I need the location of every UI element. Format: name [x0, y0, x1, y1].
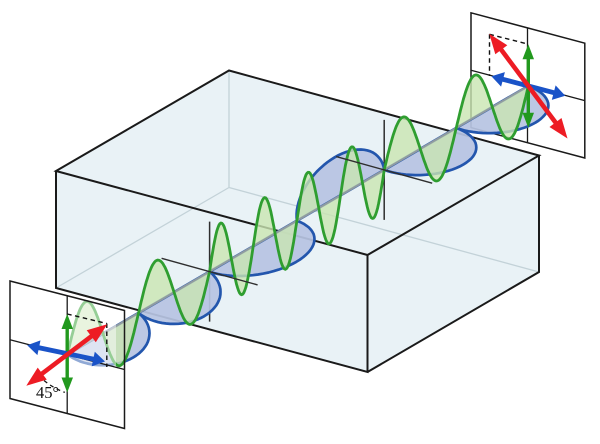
svg-text:45°: 45° [36, 383, 59, 402]
